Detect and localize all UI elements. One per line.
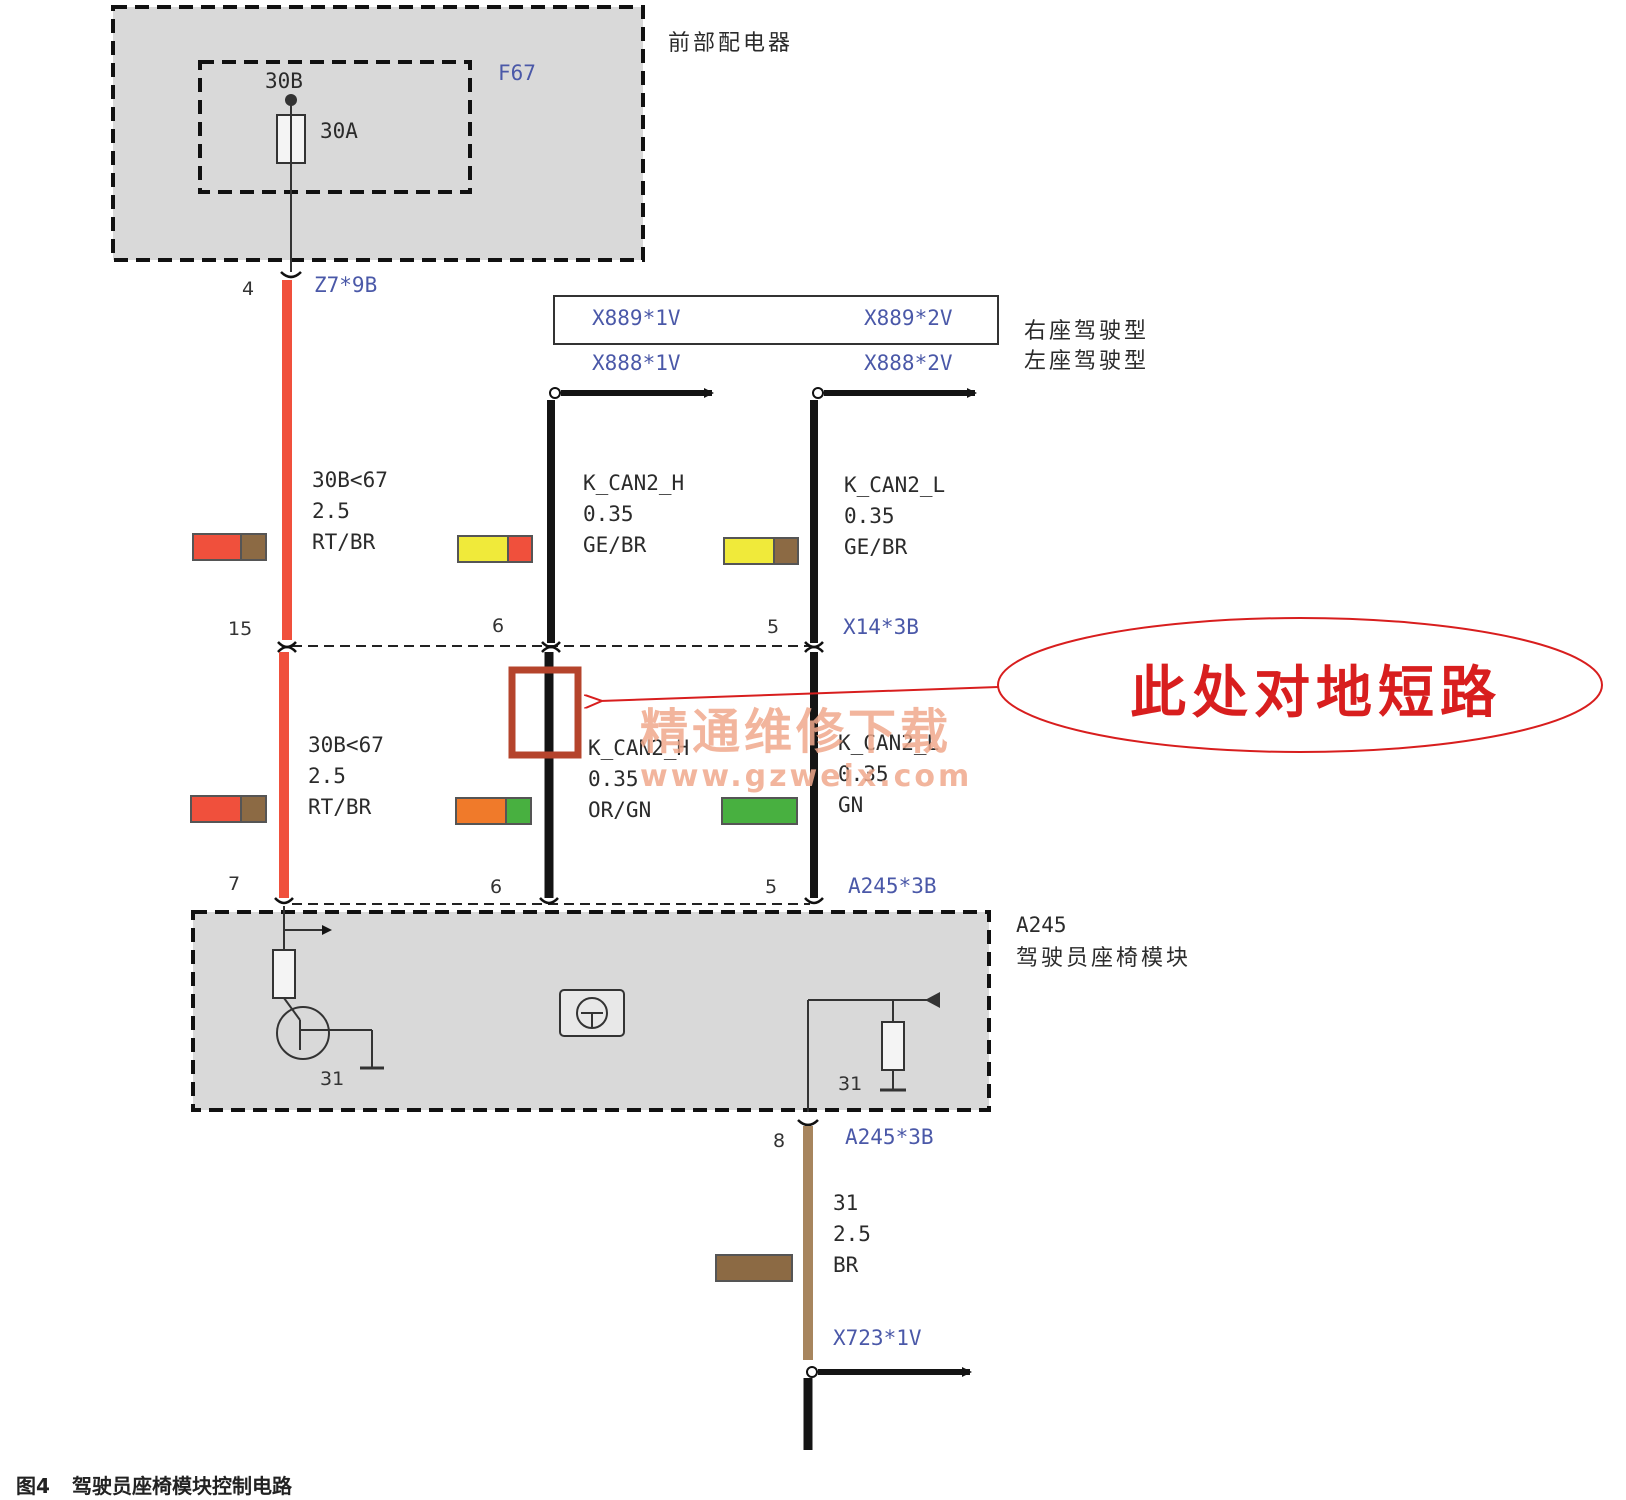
svg-text:K_CAN2_H: K_CAN2_H: [588, 736, 689, 760]
left-drive-label: 左座驾驶型: [1024, 349, 1149, 374]
fuse-rating: 30A: [320, 119, 358, 143]
fault-marker: [508, 666, 582, 759]
svg-text:0.35: 0.35: [588, 767, 639, 791]
connector-z7-label: Z7*9B: [314, 273, 377, 297]
color-swatch: [457, 535, 533, 563]
svg-text:2.5: 2.5: [308, 764, 346, 788]
pin-label: 7: [228, 873, 240, 895]
pin-label: 5: [767, 616, 779, 638]
wire-label-can-h-upper: K_CAN2_H 0.35 GE/BR: [583, 471, 684, 557]
svg-text:GE/BR: GE/BR: [583, 533, 647, 557]
front-relay-box: 30B 30A F67: [111, 5, 645, 272]
wire-label-can-h-lower: K_CAN2_H 0.35 OR/GN: [588, 736, 689, 822]
color-swatch: [192, 533, 267, 561]
svg-text:0.35: 0.35: [838, 762, 889, 786]
wire-label-can-l-upper: K_CAN2_L 0.35 GE/BR: [844, 473, 945, 559]
color-swatch: [723, 537, 799, 565]
svg-text:OR/GN: OR/GN: [588, 798, 651, 822]
svg-text:K_CAN2_H: K_CAN2_H: [583, 471, 684, 495]
pin-label: 5: [765, 876, 777, 898]
pin-label: 8: [773, 1130, 785, 1152]
variant-x889-2: X889*2V: [864, 306, 953, 330]
svg-text:0.35: 0.35: [844, 504, 895, 528]
svg-text:GN: GN: [838, 793, 863, 817]
wire-label-power-lower: 30B<67 2.5 RT/BR: [308, 733, 384, 819]
svg-text:31: 31: [838, 1073, 862, 1095]
callout-arrow: [600, 686, 999, 701]
svg-text:31: 31: [320, 1068, 344, 1090]
module-title: 驾驶员座椅模块: [1016, 946, 1191, 971]
resistor-symbol: [272, 949, 296, 999]
connector-x14-label: X14*3B: [843, 615, 919, 639]
svg-text:K_CAN2_L: K_CAN2_L: [844, 473, 945, 497]
svg-text:2.5: 2.5: [312, 499, 350, 523]
right-drive-label: 右座驾驶型: [1024, 319, 1149, 344]
watermark-title: 精通维修下载: [640, 704, 952, 760]
ground-connector-label: X723*1V: [833, 1326, 922, 1350]
svg-text:K_CAN2_L: K_CAN2_L: [838, 731, 939, 755]
color-swatch: [190, 795, 267, 823]
variant-box: [553, 295, 999, 345]
svg-text:GE/BR: GE/BR: [844, 535, 908, 559]
variant-x889-1: X889*1V: [592, 306, 681, 330]
svg-text:0.35: 0.35: [583, 502, 634, 526]
wire-label-ground: 31 2.5 BR: [833, 1191, 871, 1277]
svg-text:2.5: 2.5: [833, 1222, 871, 1246]
callout-ellipse: [997, 617, 1603, 753]
pin-label: 15: [228, 618, 252, 640]
figure-caption: 驾驶员座椅模块控制电路: [72, 1474, 293, 1498]
wire-label-power-upper: 30B<67 2.5 RT/BR: [312, 468, 388, 554]
pin-label: 4: [242, 278, 254, 300]
pin-label: 6: [490, 876, 502, 898]
color-swatch: [455, 797, 532, 825]
pin-label: 6: [492, 615, 504, 637]
svg-text:30B<67: 30B<67: [312, 468, 388, 492]
resistor-symbol: [881, 1021, 905, 1071]
connector-a245-top-label: A245*3B: [848, 874, 937, 898]
svg-text:30B<67: 30B<67: [308, 733, 384, 757]
callout-text: 此处对地短路: [1130, 660, 1502, 726]
watermark-url: www.gzweix.com: [640, 759, 972, 794]
connector-symbol: [280, 271, 302, 279]
figure-number: 图4: [16, 1474, 50, 1498]
svg-text:31: 31: [833, 1191, 858, 1215]
terminal-label: 30B: [265, 69, 303, 93]
wire-label-can-l-lower: K_CAN2_L 0.35 GN: [838, 731, 939, 817]
transistor-symbol: [276, 1006, 330, 1060]
color-swatch: [721, 797, 798, 825]
variant-x888-1: X888*1V: [592, 351, 681, 375]
front-relay-title: 前部配电器: [668, 31, 793, 56]
module-id: A245: [1016, 913, 1067, 937]
connector-a245-bottom-label: A245*3B: [845, 1125, 934, 1149]
svg-text:RT/BR: RT/BR: [312, 530, 376, 554]
svg-text:BR: BR: [833, 1253, 859, 1277]
color-swatch: [715, 1254, 793, 1282]
variant-x888-2: X888*2V: [864, 351, 953, 375]
svg-text:RT/BR: RT/BR: [308, 795, 372, 819]
seat-module-box: 31 31: [191, 906, 991, 1112]
fuse-id: F67: [498, 61, 536, 85]
